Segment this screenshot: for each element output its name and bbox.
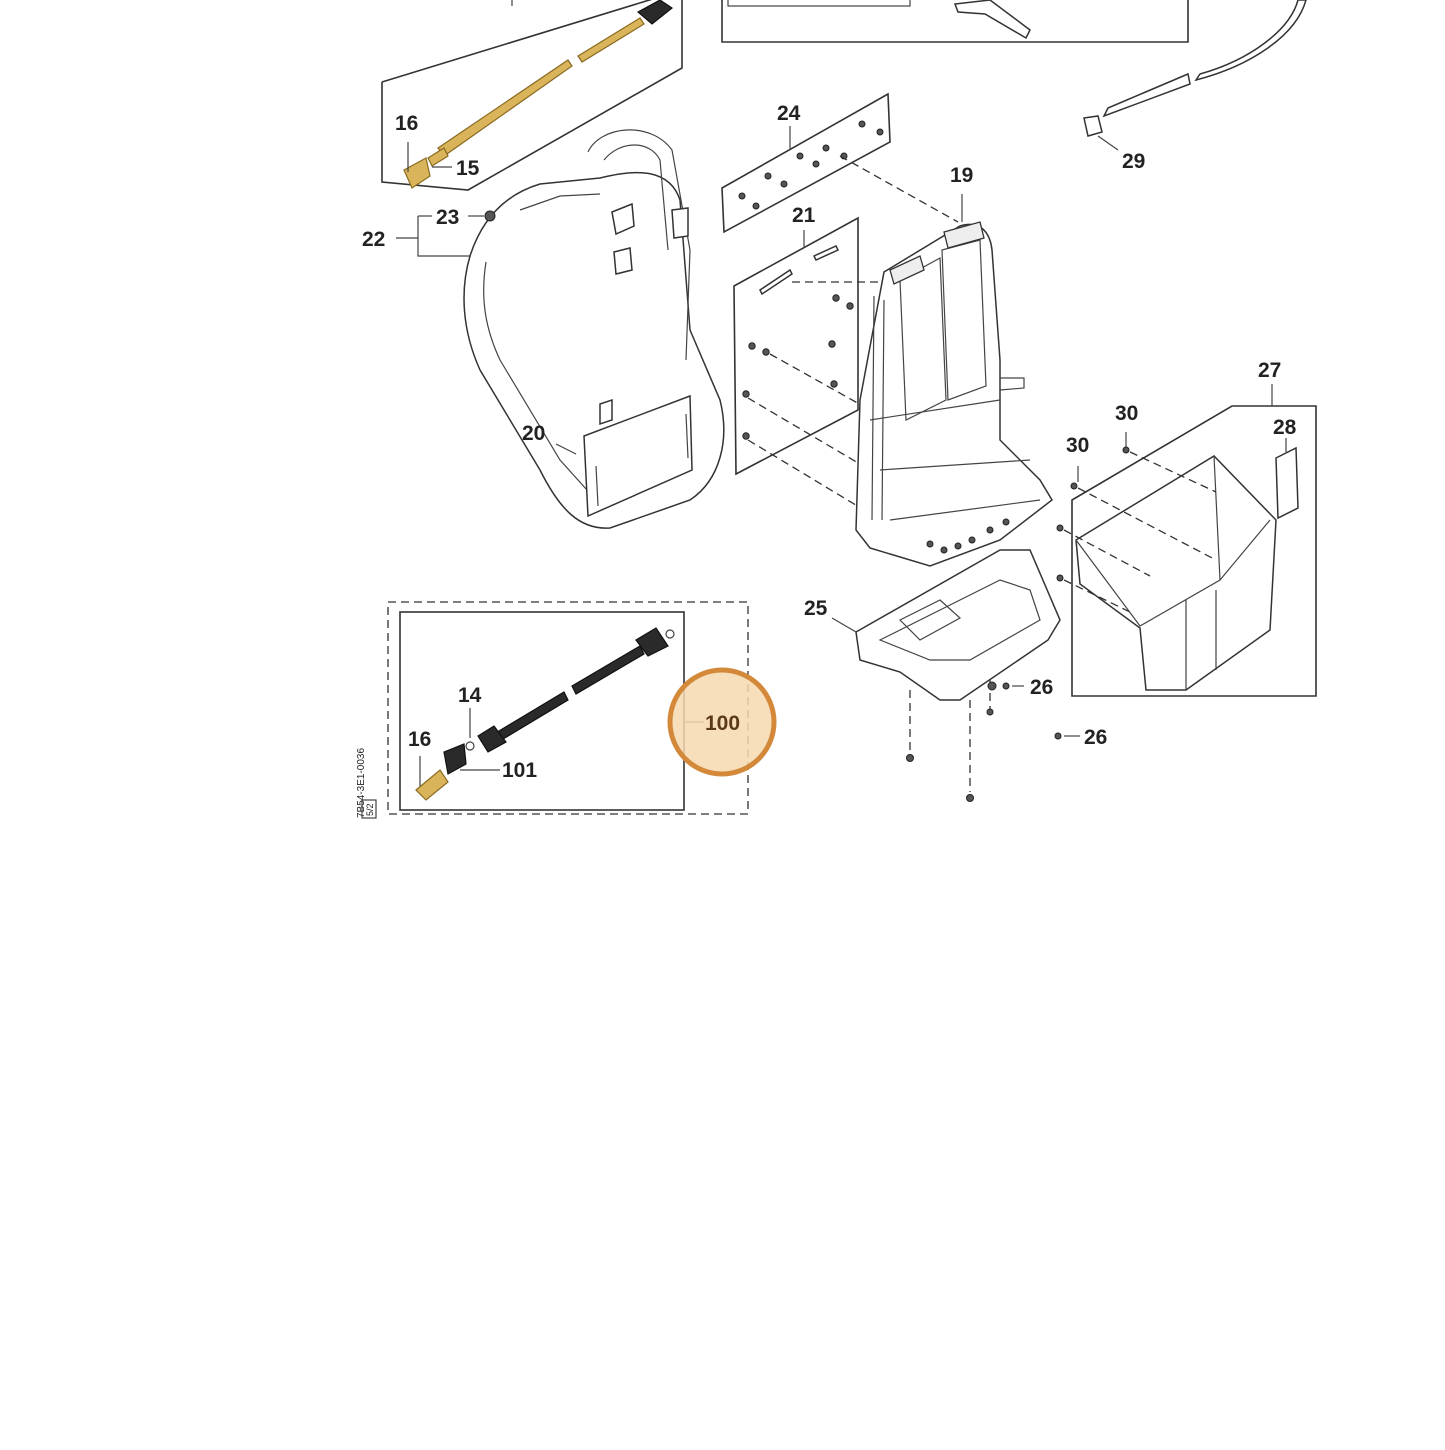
callout-21: 21 — [792, 204, 816, 227]
highlight-ring-100 — [667, 667, 777, 777]
callout-24: 24 — [777, 102, 801, 125]
callout-30-upper: 30 — [1115, 402, 1138, 425]
callout-26-lower: 26 — [1084, 726, 1107, 749]
plate-24 — [721, 92, 959, 234]
callout-16-bottom: 16 — [408, 728, 431, 751]
callout-23: 23 — [436, 206, 459, 229]
top-right-frame — [721, 0, 1307, 151]
callout-20: 20 — [522, 422, 545, 445]
callout-14: 14 — [458, 684, 482, 707]
tray-25 — [831, 549, 1080, 802]
callout-15: 15 — [456, 157, 480, 180]
callout-bracket-22 — [396, 215, 484, 257]
callout-25: 25 — [804, 597, 828, 620]
plate-21 — [733, 216, 900, 511]
lance-group-bottom — [387, 601, 749, 815]
callout-28: 28 — [1273, 416, 1297, 439]
reference-code: 7B54-3E1-0036 — [356, 748, 367, 818]
frame-19 — [855, 194, 1053, 567]
callout-22: 22 — [362, 228, 385, 251]
callout-100: 100 — [705, 712, 740, 735]
callout-101: 101 — [502, 759, 537, 782]
callout-27: 27 — [1258, 359, 1281, 382]
callout-16-top: 16 — [395, 112, 418, 135]
callout-26-upper: 26 — [1030, 676, 1053, 699]
callout-29: 29 — [1122, 150, 1145, 173]
cover-27-box — [1056, 384, 1317, 697]
callout-19: 19 — [950, 164, 973, 187]
backpack-20 — [463, 129, 725, 529]
callout-30-lower: 30 — [1066, 434, 1089, 457]
lance-group-top — [381, 0, 683, 191]
page-tag: 5/2 — [365, 803, 375, 816]
